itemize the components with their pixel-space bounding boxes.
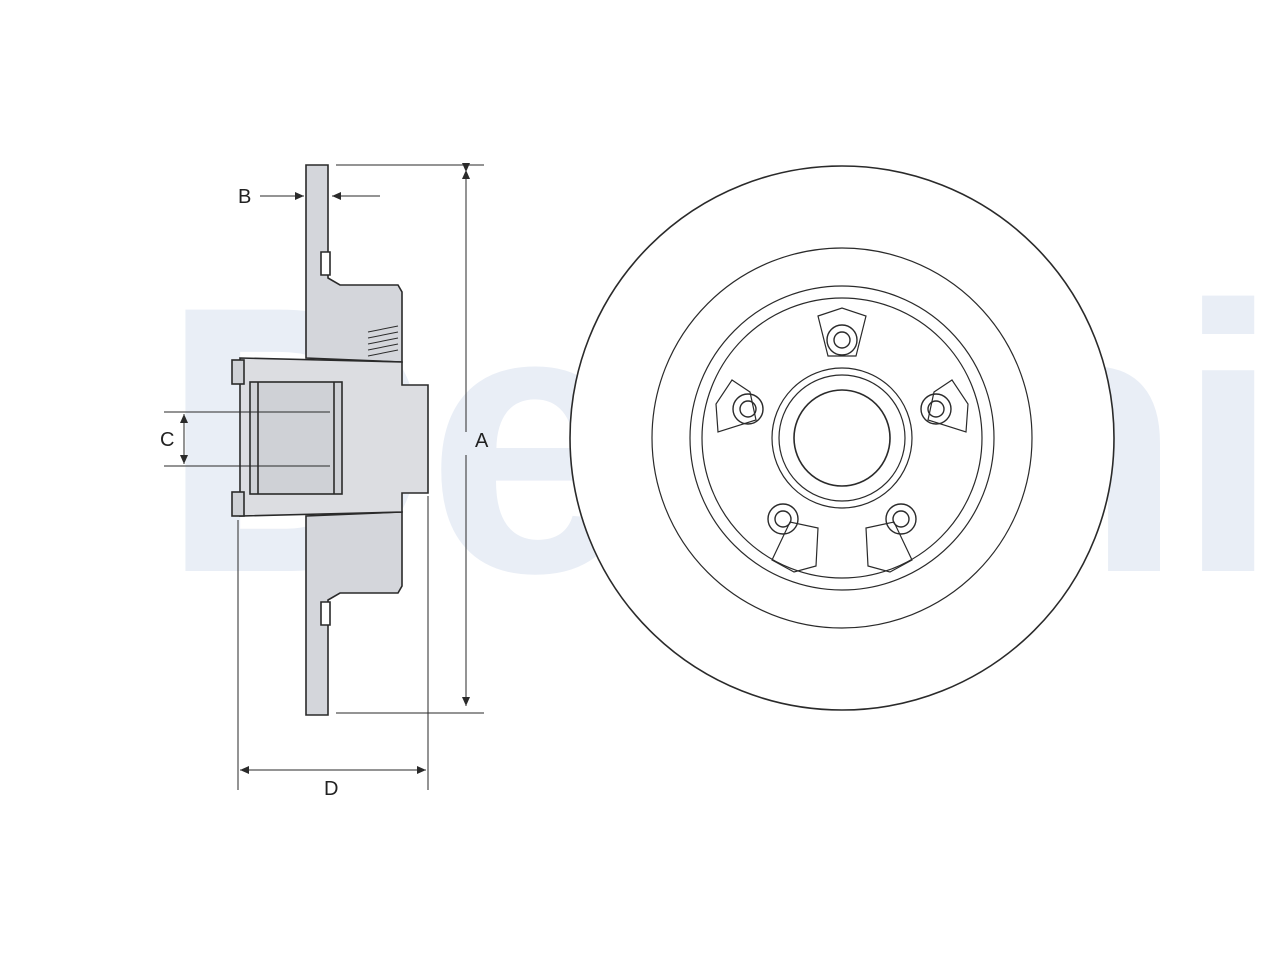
bolt-hole-left [732, 393, 764, 425]
bolt-hole-top [826, 324, 858, 356]
hub-cap-upper [231, 359, 245, 385]
disc-flange-lower [305, 511, 403, 716]
dim-label-c: C [160, 429, 175, 451]
relief-groove-upper [320, 251, 331, 276]
center-bore [793, 389, 891, 487]
bearing-sleeve [249, 381, 343, 495]
disc-flange-upper [305, 164, 403, 363]
dimension-lines [164, 163, 484, 790]
front-view [569, 165, 1115, 711]
hub-boss-ring [778, 374, 906, 502]
hat-edge [689, 285, 995, 591]
hub-slots [715, 307, 969, 573]
dim-label-b: B [238, 186, 252, 208]
dim-label-a: A [475, 430, 489, 452]
hub-flange [701, 297, 983, 579]
relief-groove-lower [320, 601, 331, 626]
bolt-holes [732, 324, 952, 535]
friction-ring-inner [651, 247, 1033, 629]
section-view [231, 164, 429, 716]
disc-outer-edge [569, 165, 1115, 711]
threaded-section [367, 325, 399, 357]
dim-label-d: D [324, 778, 339, 800]
bolt-hole-bottom-right [885, 503, 917, 535]
hub-boss-outer [771, 367, 913, 509]
bolt-hole-right [920, 393, 952, 425]
hub-cap-lower [231, 491, 245, 517]
bolt-hole-bottom-left [767, 503, 799, 535]
